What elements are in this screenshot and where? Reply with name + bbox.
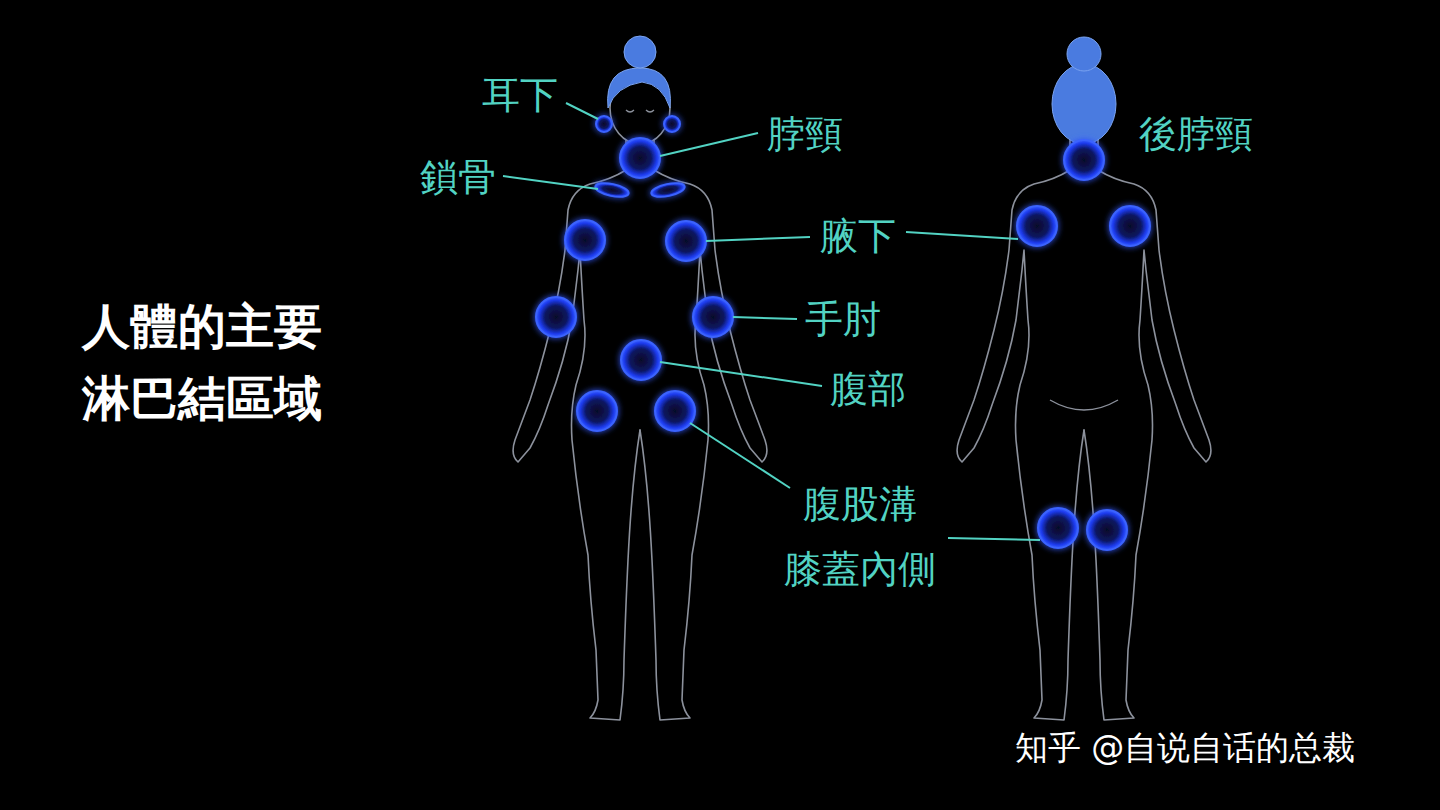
lymph-marker (666, 221, 706, 261)
region-label: 手肘 (805, 297, 881, 343)
body-outline (1084, 140, 1211, 720)
body-outline (640, 140, 767, 720)
lymph-marker (594, 181, 630, 200)
hair-bun (624, 36, 656, 68)
region-label: 腋下 (820, 214, 896, 260)
hair-bun (1067, 37, 1101, 71)
hair (1052, 64, 1116, 144)
leader-line (660, 362, 822, 386)
region-label: 後脖頸 (1139, 112, 1253, 158)
lymph-marker (1038, 508, 1078, 548)
leader-lines (503, 103, 1040, 540)
leader-line (906, 232, 1018, 239)
lymph-marker (1064, 140, 1104, 180)
lymph-marker (1017, 206, 1057, 246)
lymph-marker (577, 391, 617, 431)
lymph-marker (664, 116, 680, 132)
lymph-marker (620, 138, 660, 178)
leader-line (706, 237, 810, 241)
lymph-marker (655, 391, 695, 431)
lymph-marker (693, 297, 733, 337)
lymph-marker (650, 181, 686, 200)
region-label: 鎖骨 (420, 155, 496, 201)
region-label: 耳下 (482, 73, 558, 119)
leader-line (503, 176, 598, 189)
lymph-marker (1110, 206, 1150, 246)
lymph-marker (1087, 510, 1127, 550)
leader-line (733, 317, 797, 319)
leader-line (660, 133, 758, 156)
front-figure (513, 36, 767, 720)
watermark: 知乎 @自说自话的总裁 (1015, 728, 1356, 768)
figure-title: 人體的主要 淋巴結區域 (82, 290, 341, 434)
body-contour (1050, 400, 1118, 410)
leader-line (948, 538, 1040, 540)
hair (608, 68, 671, 108)
region-label: 脖頸 (767, 112, 843, 158)
leader-line (566, 103, 598, 119)
region-label: 腹部 (830, 367, 906, 413)
body-outline (957, 140, 1084, 720)
lymph-markers (536, 116, 1150, 550)
lymph-marker (621, 340, 661, 380)
region-label: 膝蓋內側 (784, 547, 936, 593)
eyes (626, 110, 654, 112)
lymph-marker (536, 297, 576, 337)
lymph-marker (596, 116, 612, 132)
region-label: 腹股溝 (803, 482, 917, 528)
leader-line (690, 423, 790, 488)
lymph-marker (565, 220, 605, 260)
body-outline (513, 140, 640, 720)
